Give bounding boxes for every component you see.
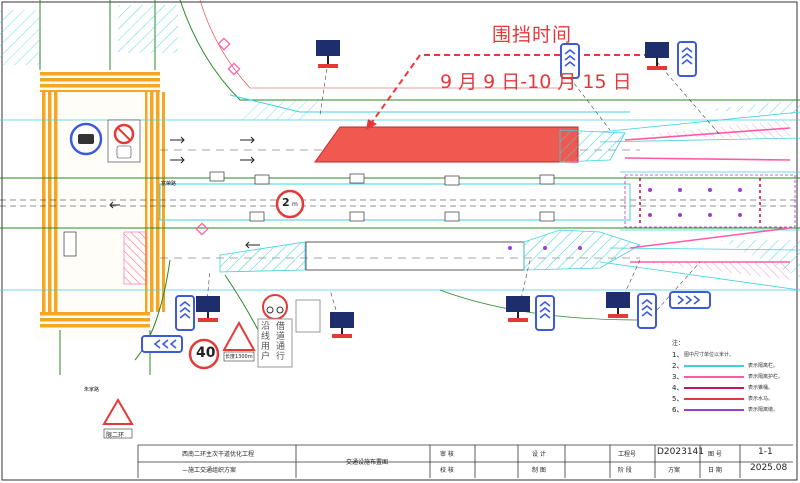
subproject-name: —施工交通组织方案: [182, 467, 237, 474]
crossroad-label: 富荣路: [161, 181, 177, 187]
solar-warning-light-5: [506, 296, 530, 322]
bottom-left-warning-sign: [102, 398, 134, 439]
enclosure-date-range: 9 月 9 日-10 月 15 日: [440, 71, 632, 93]
legend-swatch: [684, 364, 744, 367]
vertical-text-right: 借道通行: [276, 322, 286, 362]
stage-value: 方案: [668, 467, 681, 474]
vertical-text-left: 沿线用户: [261, 322, 271, 362]
weight-limit-sign: [275, 189, 305, 219]
legend-item: 6、 表示隔离墩。: [672, 404, 792, 415]
speed-limit-sign: [188, 338, 220, 370]
legend-num: 1、: [672, 350, 684, 359]
legend-swatch: [684, 386, 744, 389]
title-block: 西南二环主次干道优化工程 —施工交通组织方案 交通设施布置图 审 核 校 核 设…: [138, 445, 793, 478]
weight-limit-unit: m: [292, 201, 298, 208]
work-zone-enclosure: [314, 126, 579, 163]
chevron-sign-horizontal-2: [141, 335, 183, 353]
legend-num: 4、: [672, 383, 684, 392]
drawing-name: 交通设施布置图: [346, 459, 389, 466]
legend-desc: 表示水马。: [748, 396, 774, 402]
legend-item: 1、图中尺寸单位以米计。: [672, 349, 792, 360]
legend-item: 4、 表示锥桶。: [672, 382, 792, 393]
legend: 注： 1、图中尺寸单位以米计。 2、 表示隔离栏。 3、 表示隔离护栏。 4、 表示锥…: [672, 338, 792, 415]
roadwork-length-label: 长度1300m: [225, 354, 253, 360]
legend-item: 2、 表示隔离栏。: [672, 360, 792, 371]
legend-num: 2、: [672, 361, 684, 370]
legend-title: 注：: [672, 340, 685, 347]
solar-warning-light-4: [330, 312, 354, 338]
enclosure-time-title: 围挡时间: [492, 24, 573, 46]
location-label: 朱家路: [84, 387, 100, 393]
speed-limit-value: 40: [196, 345, 216, 361]
bicycle-sign: [262, 294, 288, 320]
legend-item: 5、 表示水马。: [672, 393, 792, 404]
sheet-value: 1-1: [758, 447, 773, 457]
legend-desc: 表示锥桶。: [748, 385, 774, 391]
design-label: 设 计: [532, 451, 546, 458]
project-no-label: 工程号: [618, 451, 637, 458]
prohibition-sign: [107, 119, 141, 163]
project-no-value: D2023141: [657, 447, 705, 457]
stage-label: 阶 段: [618, 467, 632, 474]
crosswalk-west: [40, 92, 60, 312]
roadwork-warning-sign: [222, 320, 256, 362]
solar-warning-light-3: [196, 296, 220, 322]
legend-swatch: [684, 375, 744, 378]
legend-desc: 表示隔离墩。: [748, 407, 779, 413]
legend-num: 3、: [672, 372, 684, 381]
solar-warning-light-1: [316, 40, 340, 68]
legend-num: 5、: [672, 394, 684, 403]
solar-warning-light-6: [606, 292, 630, 318]
project-name: 西南二环主次干道优化工程: [182, 451, 255, 458]
sheet-label: 图 号: [708, 451, 722, 458]
review-label: 审 核: [440, 451, 454, 458]
crosswalk-east: [145, 92, 165, 312]
legend-swatch: [684, 397, 744, 400]
legend-desc: 图中尺寸单位以米计。: [684, 352, 735, 358]
legend-desc: 表示隔离护栏。: [748, 374, 784, 380]
no-vehicle-sign: [69, 122, 103, 156]
date-value: 2025.08: [750, 463, 788, 473]
bottom-left-sign-label: 限二环: [106, 432, 125, 439]
pedestrian-sign: [295, 299, 321, 333]
legend-item: 3、 表示隔离护栏。: [672, 371, 792, 382]
legend-num: 6、: [672, 405, 684, 414]
legend-swatch: [684, 408, 744, 411]
crosswalk-north: [40, 70, 160, 92]
weight-limit-value: 2: [282, 196, 290, 209]
draw-label: 制 图: [532, 467, 546, 474]
date-label: 日 期: [708, 467, 722, 474]
chevron-sign-horizontal-1: [669, 291, 711, 309]
check-label: 校 核: [440, 467, 454, 474]
crosswalk-south: [40, 310, 150, 330]
legend-desc: 表示隔离栏。: [748, 363, 779, 369]
solar-warning-light-2: [645, 42, 669, 70]
